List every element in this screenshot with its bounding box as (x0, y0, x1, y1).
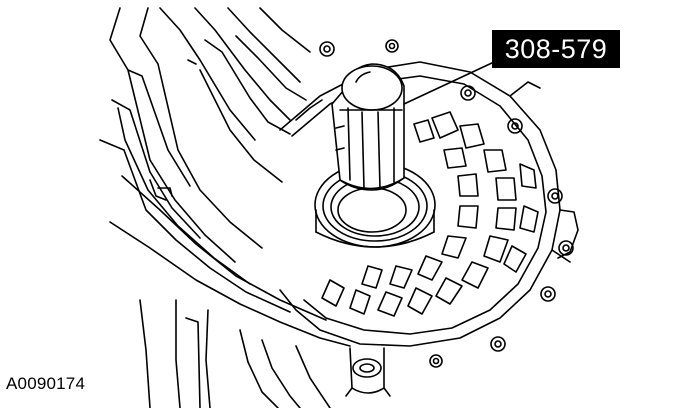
flange-bolts (319, 39, 574, 368)
bell-housing (279, 61, 579, 347)
case-lower-section (109, 175, 351, 408)
tool-308-579 (331, 63, 405, 191)
tool-number-callout: 308-579 (492, 30, 620, 68)
callout-leader (403, 61, 495, 105)
case-left-section (99, 7, 311, 313)
figure-id-label: A0090174 (6, 374, 86, 393)
case-rib-pockets (321, 111, 539, 317)
drain-plug (345, 347, 391, 397)
